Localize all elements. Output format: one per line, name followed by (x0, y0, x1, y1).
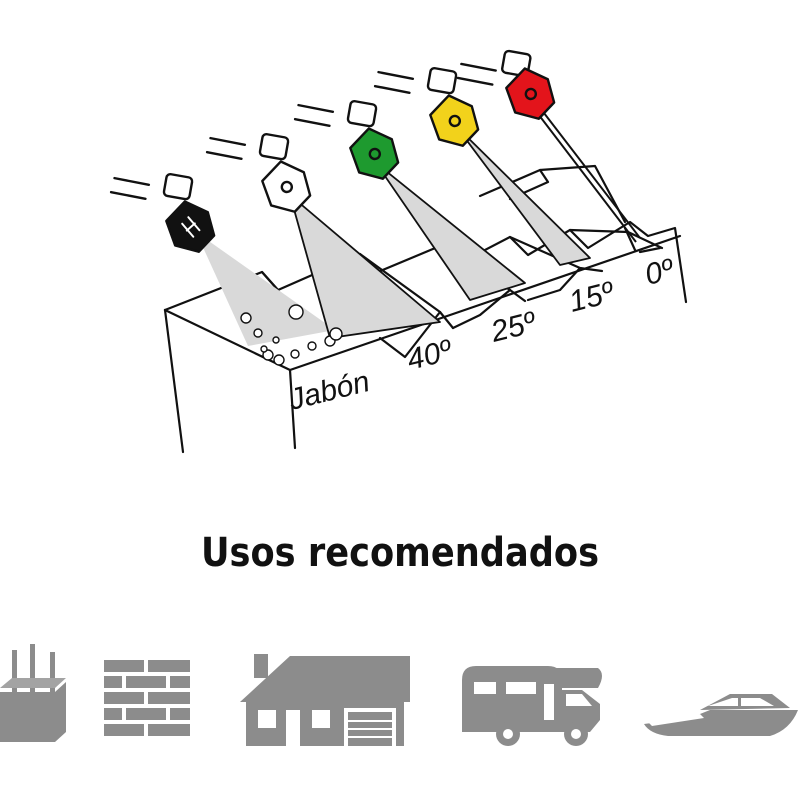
red-nozzle-icon (456, 49, 556, 120)
yellow-nozzle-icon (373, 66, 480, 147)
concrete-icon (0, 644, 66, 742)
white-nozzle-icon (205, 132, 312, 213)
0-degree-jet (533, 99, 641, 239)
label-15: 15º (566, 276, 619, 319)
motorhome-icon (462, 666, 602, 746)
label-soap: Jabón (285, 365, 373, 417)
40-degree-spray (289, 194, 441, 339)
25-degree-spray (375, 162, 526, 301)
section-heading: Usos recomendados (200, 530, 600, 576)
label-40: 40º (404, 334, 457, 377)
label-25: 25º (487, 306, 541, 349)
brick-wall-icon (104, 660, 190, 736)
house-icon (240, 654, 410, 746)
boat-icon (644, 694, 798, 736)
green-nozzle-icon (293, 99, 400, 180)
label-0: 0º (642, 253, 679, 292)
recommended-uses (0, 644, 798, 746)
15-degree-spray (455, 125, 591, 266)
soap-nozzle-icon (109, 172, 216, 253)
nozzle-diagram: Jabón 40º 25º 15º 0º (109, 49, 688, 454)
soap-bubbles (240, 304, 343, 366)
